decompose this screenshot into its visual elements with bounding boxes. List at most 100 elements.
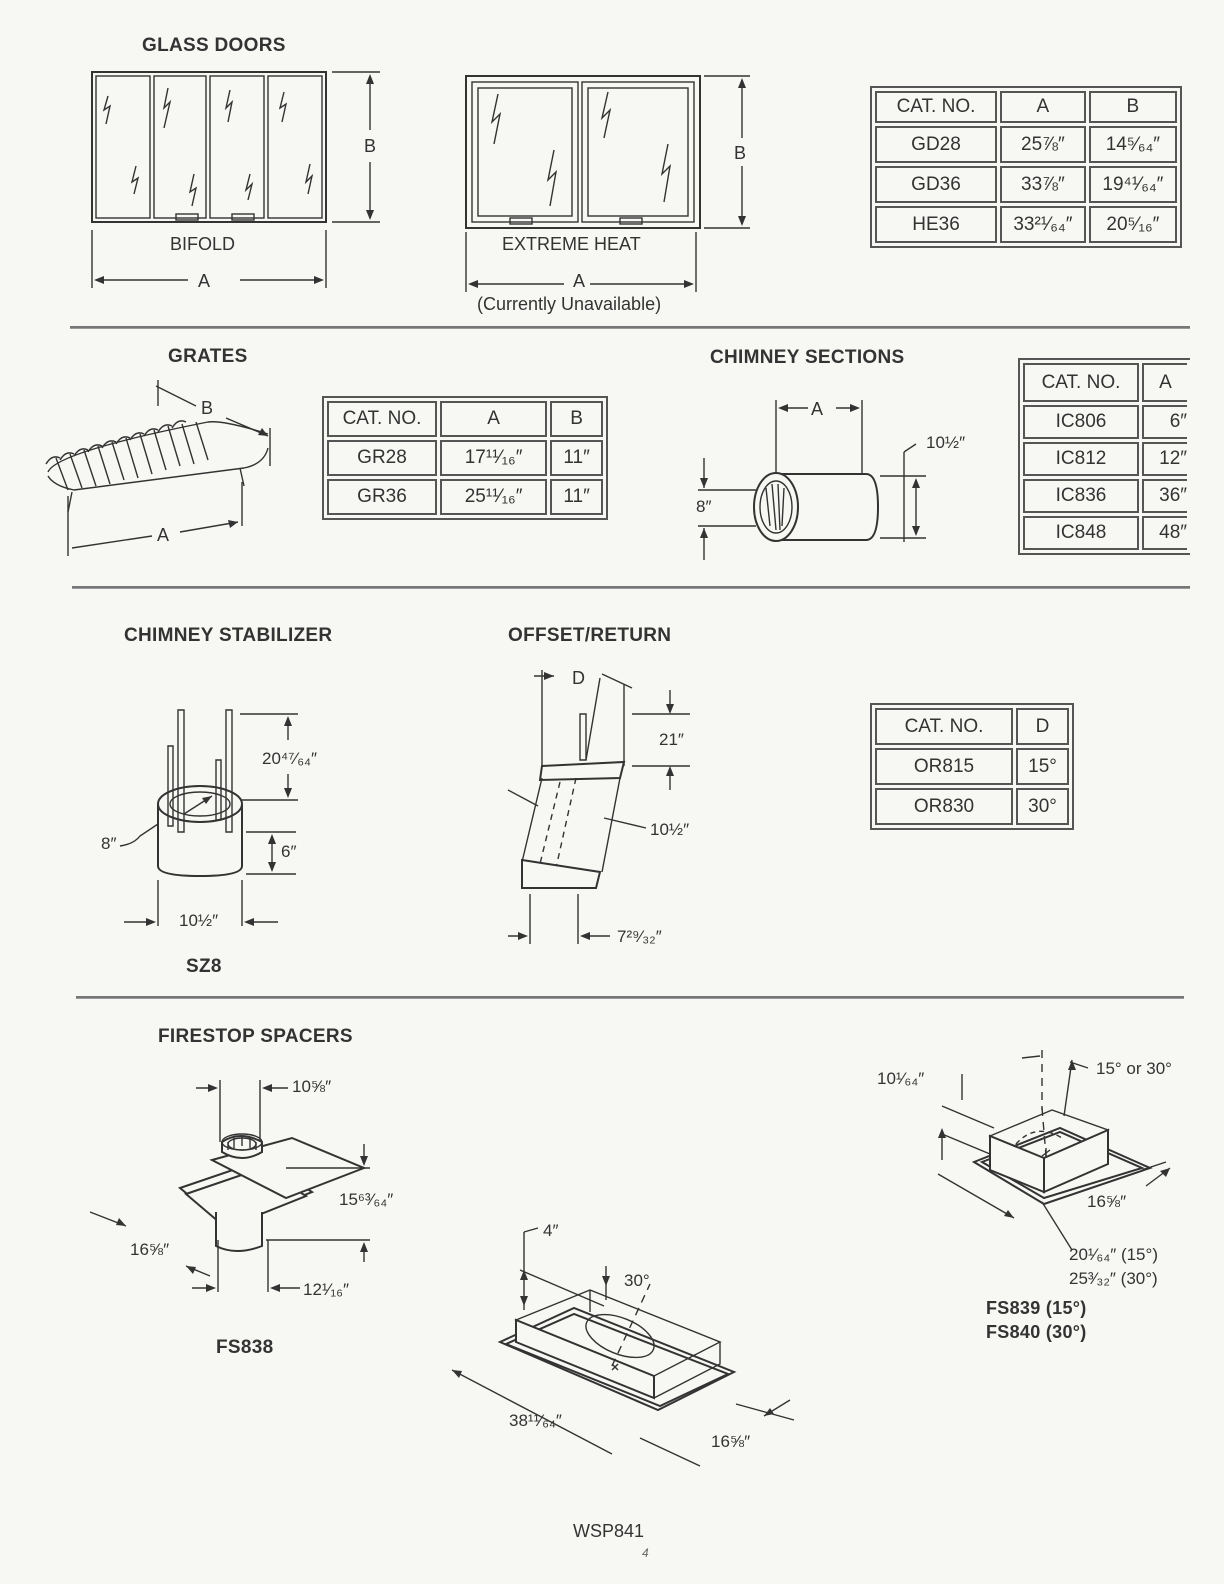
table-row: GD28 25⅞″ 14⁵⁄₆₄″ bbox=[875, 126, 1177, 163]
fs838-dim-top: 10⅝″ bbox=[292, 1077, 332, 1096]
fs838-dim-height: 15⁶³⁄₆₄″ bbox=[339, 1190, 394, 1209]
table-row: OR815 15° bbox=[875, 748, 1069, 785]
table-header-cell: CAT. NO. bbox=[875, 91, 997, 123]
fs840-dim-len-30: 25³⁄₃₂″ (30°) bbox=[1069, 1269, 1158, 1288]
stabilizer-dim-diameter: 8″ bbox=[101, 834, 117, 853]
table-cell: IC806 bbox=[1023, 405, 1139, 439]
offset-return-heading: OFFSET/RETURN bbox=[508, 625, 672, 646]
elongated-dim-length: 38¹¹⁄₆₄″ bbox=[509, 1411, 562, 1430]
table-row: IC806 6″ bbox=[1023, 405, 1187, 439]
table-cell: 11″ bbox=[550, 479, 603, 515]
table-header-cell: B bbox=[550, 401, 603, 437]
table-cell: 30° bbox=[1016, 788, 1069, 825]
chimney-section-drawing bbox=[698, 400, 926, 560]
glass-doors-heading: GLASS DOORS bbox=[142, 35, 286, 56]
fs839-dim-len-15: 20¹⁄₆₄″ (15°) bbox=[1069, 1245, 1158, 1264]
table-cell: 12″ bbox=[1142, 442, 1187, 476]
table-cell: 11″ bbox=[550, 440, 603, 476]
table-header-cell: D bbox=[1016, 708, 1069, 745]
chimney-sections-table: CAT. NO. A IC806 6″ IC812 12″ IC836 36″ … bbox=[1018, 358, 1190, 555]
table-header-cell: CAT. NO. bbox=[327, 401, 437, 437]
table-cell: 14⁵⁄₆₄″ bbox=[1088, 126, 1177, 163]
chimney-dim-od: 10½″ bbox=[926, 433, 966, 452]
fs839-fs840-drawing bbox=[937, 1050, 1171, 1251]
table-header-row: CAT. NO. D bbox=[875, 708, 1069, 745]
table-header-cell: CAT. NO. bbox=[1023, 363, 1139, 402]
table-header-row: CAT. NO. A B bbox=[875, 91, 1177, 123]
table-cell: GR28 bbox=[327, 440, 437, 476]
table-row: OR830 30° bbox=[875, 788, 1069, 825]
table-row: GR28 17¹¹⁄₁₆″ 11″ bbox=[327, 440, 603, 476]
chimney-dim-a: A bbox=[811, 399, 824, 419]
firestop-spacers-heading: FIRESTOP SPACERS bbox=[158, 1026, 353, 1047]
table-cell: 6″ bbox=[1142, 405, 1187, 439]
fs840-model: FS840 (30°) bbox=[986, 1322, 1087, 1342]
fs838-model: FS838 bbox=[216, 1337, 274, 1358]
section-divider bbox=[70, 326, 1190, 329]
page-number: 4 bbox=[642, 1546, 649, 1560]
chimney-stabilizer-heading: CHIMNEY STABILIZER bbox=[124, 625, 333, 646]
bifold-dim-a: A bbox=[198, 271, 211, 291]
fs838-dim-bottom: 12¹⁄₁₆″ bbox=[303, 1280, 350, 1299]
offset-return-table: CAT. NO. D OR815 15° OR830 30° bbox=[870, 703, 1074, 830]
table-cell: GD28 bbox=[875, 126, 997, 163]
table-cell: IC836 bbox=[1023, 479, 1139, 513]
table-row: IC848 48″ bbox=[1023, 516, 1187, 550]
table-header-cell: CAT. NO. bbox=[875, 708, 1013, 745]
extreme-heat-door-drawing bbox=[465, 75, 750, 292]
table-cell: 19⁴¹⁄₆₄″ bbox=[1088, 166, 1177, 203]
bifold-label: BIFOLD bbox=[170, 234, 236, 254]
table-cell: 25⅞″ bbox=[1000, 126, 1086, 163]
table-header-cell: A bbox=[440, 401, 548, 437]
table-row: HE36 33²¹⁄₆₄″ 20⁵⁄₁₆″ bbox=[875, 206, 1177, 243]
offset-dim-d: D bbox=[572, 668, 585, 688]
stabilizer-model: SZ8 bbox=[186, 956, 222, 977]
fs839-dim-height: 10¹⁄₆₄″ bbox=[877, 1069, 925, 1088]
table-cell: 17¹¹⁄₁₆″ bbox=[440, 440, 548, 476]
stabilizer-dim-width: 10½″ bbox=[179, 911, 219, 930]
table-cell: 20⁵⁄₁₆″ bbox=[1088, 206, 1177, 243]
table-cell: 36″ bbox=[1142, 479, 1187, 513]
table-header-cell: B bbox=[1088, 91, 1177, 123]
offset-dim-od: 10½″ bbox=[650, 820, 690, 839]
fs838-drawing bbox=[89, 1080, 370, 1292]
extreme-heat-dim-b: B bbox=[734, 143, 747, 163]
unavailable-note: (Currently Unavailable) bbox=[477, 294, 662, 314]
table-row: IC836 36″ bbox=[1023, 479, 1187, 513]
extreme-heat-dim-a: A bbox=[573, 271, 586, 291]
grate-dim-b: B bbox=[201, 398, 214, 418]
stabilizer-dim-collar: 6″ bbox=[281, 842, 297, 861]
table-cell: IC812 bbox=[1023, 442, 1139, 476]
fs839-dim-angle: 15° or 30° bbox=[1096, 1059, 1172, 1078]
elongated-dim-width: 16⅝″ bbox=[711, 1432, 751, 1451]
chimney-stabilizer-drawing bbox=[119, 709, 298, 926]
grates-table: CAT. NO. A B GR28 17¹¹⁄₁₆″ 11″ GR36 25¹¹… bbox=[322, 396, 608, 520]
table-cell: 25¹¹⁄₁₆″ bbox=[440, 479, 548, 515]
elongated-dim-height: 4″ bbox=[543, 1221, 559, 1240]
grate-drawing bbox=[45, 380, 271, 556]
grates-heading: GRATES bbox=[168, 346, 248, 367]
firestop-elongated-drawing bbox=[451, 1227, 795, 1467]
table-row: GR36 25¹¹⁄₁₆″ 11″ bbox=[327, 479, 603, 515]
table-header-cell: A bbox=[1142, 363, 1187, 402]
table-row: GD36 33⅞″ 19⁴¹⁄₆₄″ bbox=[875, 166, 1177, 203]
extreme-heat-label: EXTREME HEAT bbox=[502, 234, 641, 254]
table-row: IC812 12″ bbox=[1023, 442, 1187, 476]
section-divider bbox=[76, 996, 1184, 999]
offset-return-drawing bbox=[507, 670, 690, 944]
chimney-sections-heading: CHIMNEY SECTIONS bbox=[710, 347, 905, 368]
table-cell: OR830 bbox=[875, 788, 1013, 825]
grate-dim-a: A bbox=[157, 525, 170, 545]
offset-dim-offset: 7²⁹⁄₃₂″ bbox=[617, 927, 662, 946]
table-cell: 33²¹⁄₆₄″ bbox=[1000, 206, 1086, 243]
bifold-dim-b: B bbox=[364, 136, 377, 156]
table-cell: OR815 bbox=[875, 748, 1013, 785]
doc-code: WSP841 bbox=[573, 1521, 645, 1541]
table-cell: 48″ bbox=[1142, 516, 1187, 550]
table-header-row: CAT. NO. A bbox=[1023, 363, 1187, 402]
table-cell: 15° bbox=[1016, 748, 1069, 785]
section-divider bbox=[72, 586, 1190, 589]
elongated-dim-angle: 30° bbox=[624, 1271, 650, 1290]
bifold-door-drawing bbox=[91, 71, 380, 288]
offset-dim-top: 21″ bbox=[659, 730, 684, 749]
